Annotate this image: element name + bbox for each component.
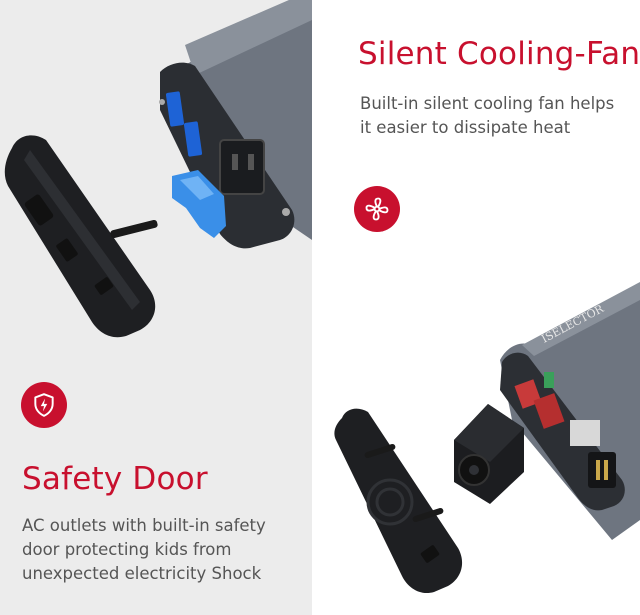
safety-door-description: AC outlets with built-in safety door pro… <box>22 514 266 586</box>
cover-shaft-2 <box>412 507 444 523</box>
ac-outlet <box>219 139 265 195</box>
safety-desc-line-3: unexpected electricity Shock <box>22 564 262 583</box>
safety-desc-line-2: door protecting kids from <box>22 540 232 559</box>
dc-terminal <box>588 452 616 488</box>
fan-icon <box>354 186 400 232</box>
capacitor <box>544 372 554 388</box>
cooling-desc-line-2: it easier to dissipate heat <box>360 118 571 137</box>
inverter-fan-side-illustration: ISELECTOR <box>334 282 640 594</box>
screw-top <box>159 99 165 105</box>
cooling-fan-panel: Silent Cooling-Fan Built-in silent cooli… <box>312 0 640 615</box>
cooling-fan-title: Silent Cooling-Fan <box>358 36 640 72</box>
inverter-usb-side-illustration <box>4 0 312 338</box>
terminal-pin-2 <box>604 460 608 480</box>
cover-edge <box>24 150 140 310</box>
cooling-fan-description: Built-in silent cooling fan helps it eas… <box>360 92 614 140</box>
inverter-top-face <box>185 0 312 75</box>
safety-desc-line-1: AC outlets with built-in safety <box>22 516 266 535</box>
usb-port-1 <box>165 91 185 127</box>
outlet-slot-left <box>232 154 238 170</box>
screw <box>282 208 290 216</box>
cover-slot <box>24 194 54 226</box>
cover-slot-2 <box>56 238 78 262</box>
shield-lightning-icon <box>21 382 67 428</box>
terminal-pin-1 <box>596 460 600 480</box>
clip-highlight <box>180 176 214 200</box>
fan-top <box>454 404 524 462</box>
housing-top-edge <box>522 282 640 356</box>
circuit-board-2 <box>533 393 565 429</box>
fan-grille <box>366 478 414 526</box>
fan-cover-plate <box>334 408 463 594</box>
fan-hub <box>469 465 479 475</box>
cover-slot-3 <box>94 277 114 295</box>
usb-port-2 <box>183 121 203 157</box>
safety-door-clip <box>172 170 226 238</box>
outlet-slot-right <box>248 154 254 170</box>
safety-door-title: Safety Door <box>22 461 208 497</box>
cover-vent <box>420 545 440 563</box>
connector-block <box>570 420 600 446</box>
cover-shaft-1 <box>364 443 396 459</box>
fan-grille-inner <box>375 487 405 517</box>
safety-door-panel: Safety Door AC outlets with built-in saf… <box>0 0 312 615</box>
cover-shaft <box>110 219 158 239</box>
cooling-desc-line-1: Built-in silent cooling fan helps <box>360 94 615 113</box>
